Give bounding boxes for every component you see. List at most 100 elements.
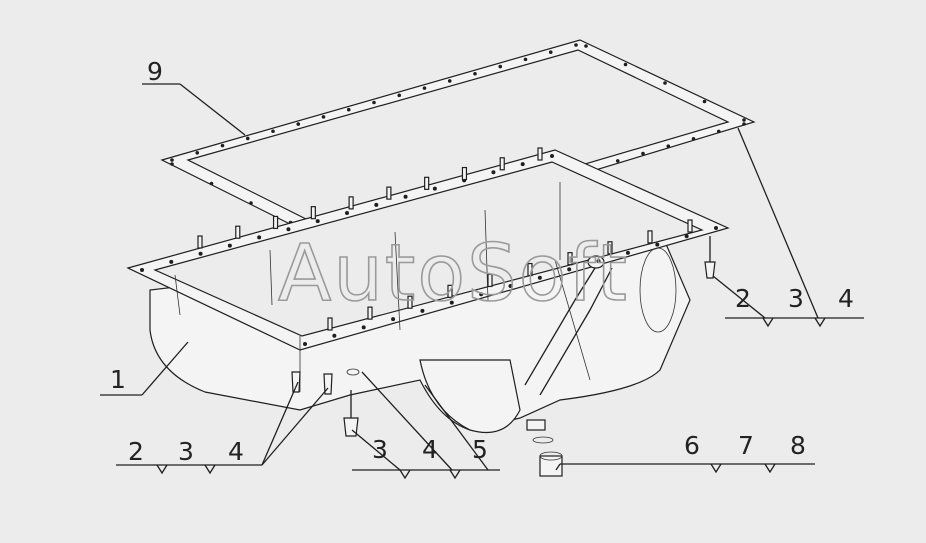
flange-stud [310, 206, 316, 220]
flange-bolt-hole [227, 243, 232, 248]
gasket-bolt-hole [447, 79, 452, 83]
flange-bolt-hole [374, 202, 379, 207]
group-tick [449, 469, 461, 480]
group-right-labels: 2 3 4 [735, 284, 854, 313]
label-center-4: 4 [422, 435, 438, 464]
label-center-3: 3 [372, 435, 388, 464]
gasket-bolt-hole [271, 129, 275, 134]
gasket-bolt-hole [641, 151, 645, 156]
gasket-bolt-hole [498, 64, 503, 69]
gasket-bolt-hole [195, 151, 200, 155]
flange-bolt-hole [198, 251, 203, 256]
callout-9: 9 [147, 57, 163, 86]
group-tick [399, 469, 411, 480]
flange-bolt-hole [596, 259, 601, 264]
flange-bolt-hole [332, 333, 337, 338]
group-tick [764, 463, 776, 474]
gasket-bolt-hole [170, 162, 174, 166]
gasket-bolt-hole [742, 122, 746, 126]
gasket-bolt-hole [523, 57, 528, 62]
gasket-bolt-hole [691, 136, 696, 141]
flange-stud [461, 166, 468, 181]
oil-pan-part-1 [126, 147, 730, 434]
gasket-bolt-hole [548, 50, 553, 54]
flange-bolt-hole [169, 259, 174, 264]
group-center-labels: 3 4 5 [372, 435, 488, 464]
gasket-bolt-hole [245, 136, 250, 141]
flange-bolt-hole [491, 170, 496, 175]
flange-bolt-hole [257, 235, 262, 240]
flange-stud [407, 295, 413, 309]
label-left-3: 3 [178, 437, 194, 466]
gasket-bolt-hole [742, 118, 746, 122]
flange-stud [424, 176, 430, 190]
gasket-bolt-hole [663, 81, 667, 85]
watermark: AutoSoft [278, 229, 629, 319]
callout-1: 1 [110, 365, 126, 394]
group-ticks [156, 317, 826, 480]
gasket-bolt-hole [422, 86, 427, 90]
flange-stud [197, 235, 203, 249]
label-left-2: 2 [128, 437, 144, 466]
flange-bolt-hole [550, 154, 554, 158]
label-left-4: 4 [228, 437, 244, 466]
flange-bolt-hole [508, 284, 513, 288]
label-right-4: 4 [838, 284, 854, 313]
flange-stud [499, 157, 505, 171]
flange-bolt-hole [345, 211, 349, 215]
group-tick [204, 464, 216, 475]
flange-bolt-hole [403, 194, 408, 199]
flange-bolt-hole [361, 325, 366, 330]
flange-stud [567, 252, 573, 266]
flange-bolt-hole [479, 292, 484, 297]
flange-stud [687, 219, 693, 233]
flange-bolt-hole [567, 267, 572, 272]
flange-bolt-hole [286, 227, 291, 232]
label-drain-6: 6 [684, 431, 700, 460]
group-tick [762, 317, 774, 328]
gasket-bolt-hole [574, 43, 578, 47]
flange-bolt-hole [684, 234, 689, 239]
drain-plug-assembly [526, 419, 563, 477]
gasket-bolt-hole [170, 158, 174, 162]
flange-stud [607, 241, 613, 255]
flange-bolt-hole [420, 308, 425, 313]
flange-bolt-hole [449, 300, 454, 305]
gasket-bolt-hole [397, 93, 402, 98]
gasket-part-9 [160, 39, 756, 249]
flange-stud [272, 215, 279, 230]
gasket-bolt-hole [372, 100, 376, 105]
label-right-3: 3 [788, 284, 804, 313]
gasket-bolt-hole [296, 122, 301, 126]
gasket-bolt-hole [321, 115, 326, 119]
gasket-bolt-hole [716, 129, 721, 134]
flange-bolt-hole [391, 317, 396, 322]
group-left-labels: 2 3 4 [128, 437, 244, 466]
flange-stud [386, 186, 392, 200]
flange-stud [348, 196, 354, 210]
flange-stud [235, 225, 241, 239]
label-drain-8: 8 [790, 431, 806, 460]
flange-bolt-hole [537, 275, 542, 280]
gasket-bolt-hole [220, 143, 225, 148]
gasket-bolt-hole [623, 62, 628, 67]
flange-stud [367, 306, 373, 320]
flange-bolt-hole [303, 342, 307, 346]
gasket-bolt-hole [615, 159, 620, 163]
gasket-bolt-hole [584, 44, 588, 48]
flange-bolt-hole [520, 162, 525, 167]
flange-stud [537, 147, 543, 161]
flange-bolt-hole [625, 250, 630, 255]
gasket-bolt-hole [702, 99, 707, 104]
flange-bolt-hole [432, 186, 437, 191]
label-drain-7: 7 [738, 431, 754, 460]
label-right-2: 2 [735, 284, 751, 313]
gasket-bolt-hole [209, 181, 214, 186]
label-center-5: 5 [472, 435, 488, 464]
group-tick [814, 317, 826, 328]
group-tick [156, 464, 168, 475]
flange-bolt-hole [315, 219, 320, 224]
gasket-bolt-hole [473, 71, 477, 76]
flange-stud [487, 273, 493, 288]
gasket-bolt-hole [249, 201, 253, 205]
